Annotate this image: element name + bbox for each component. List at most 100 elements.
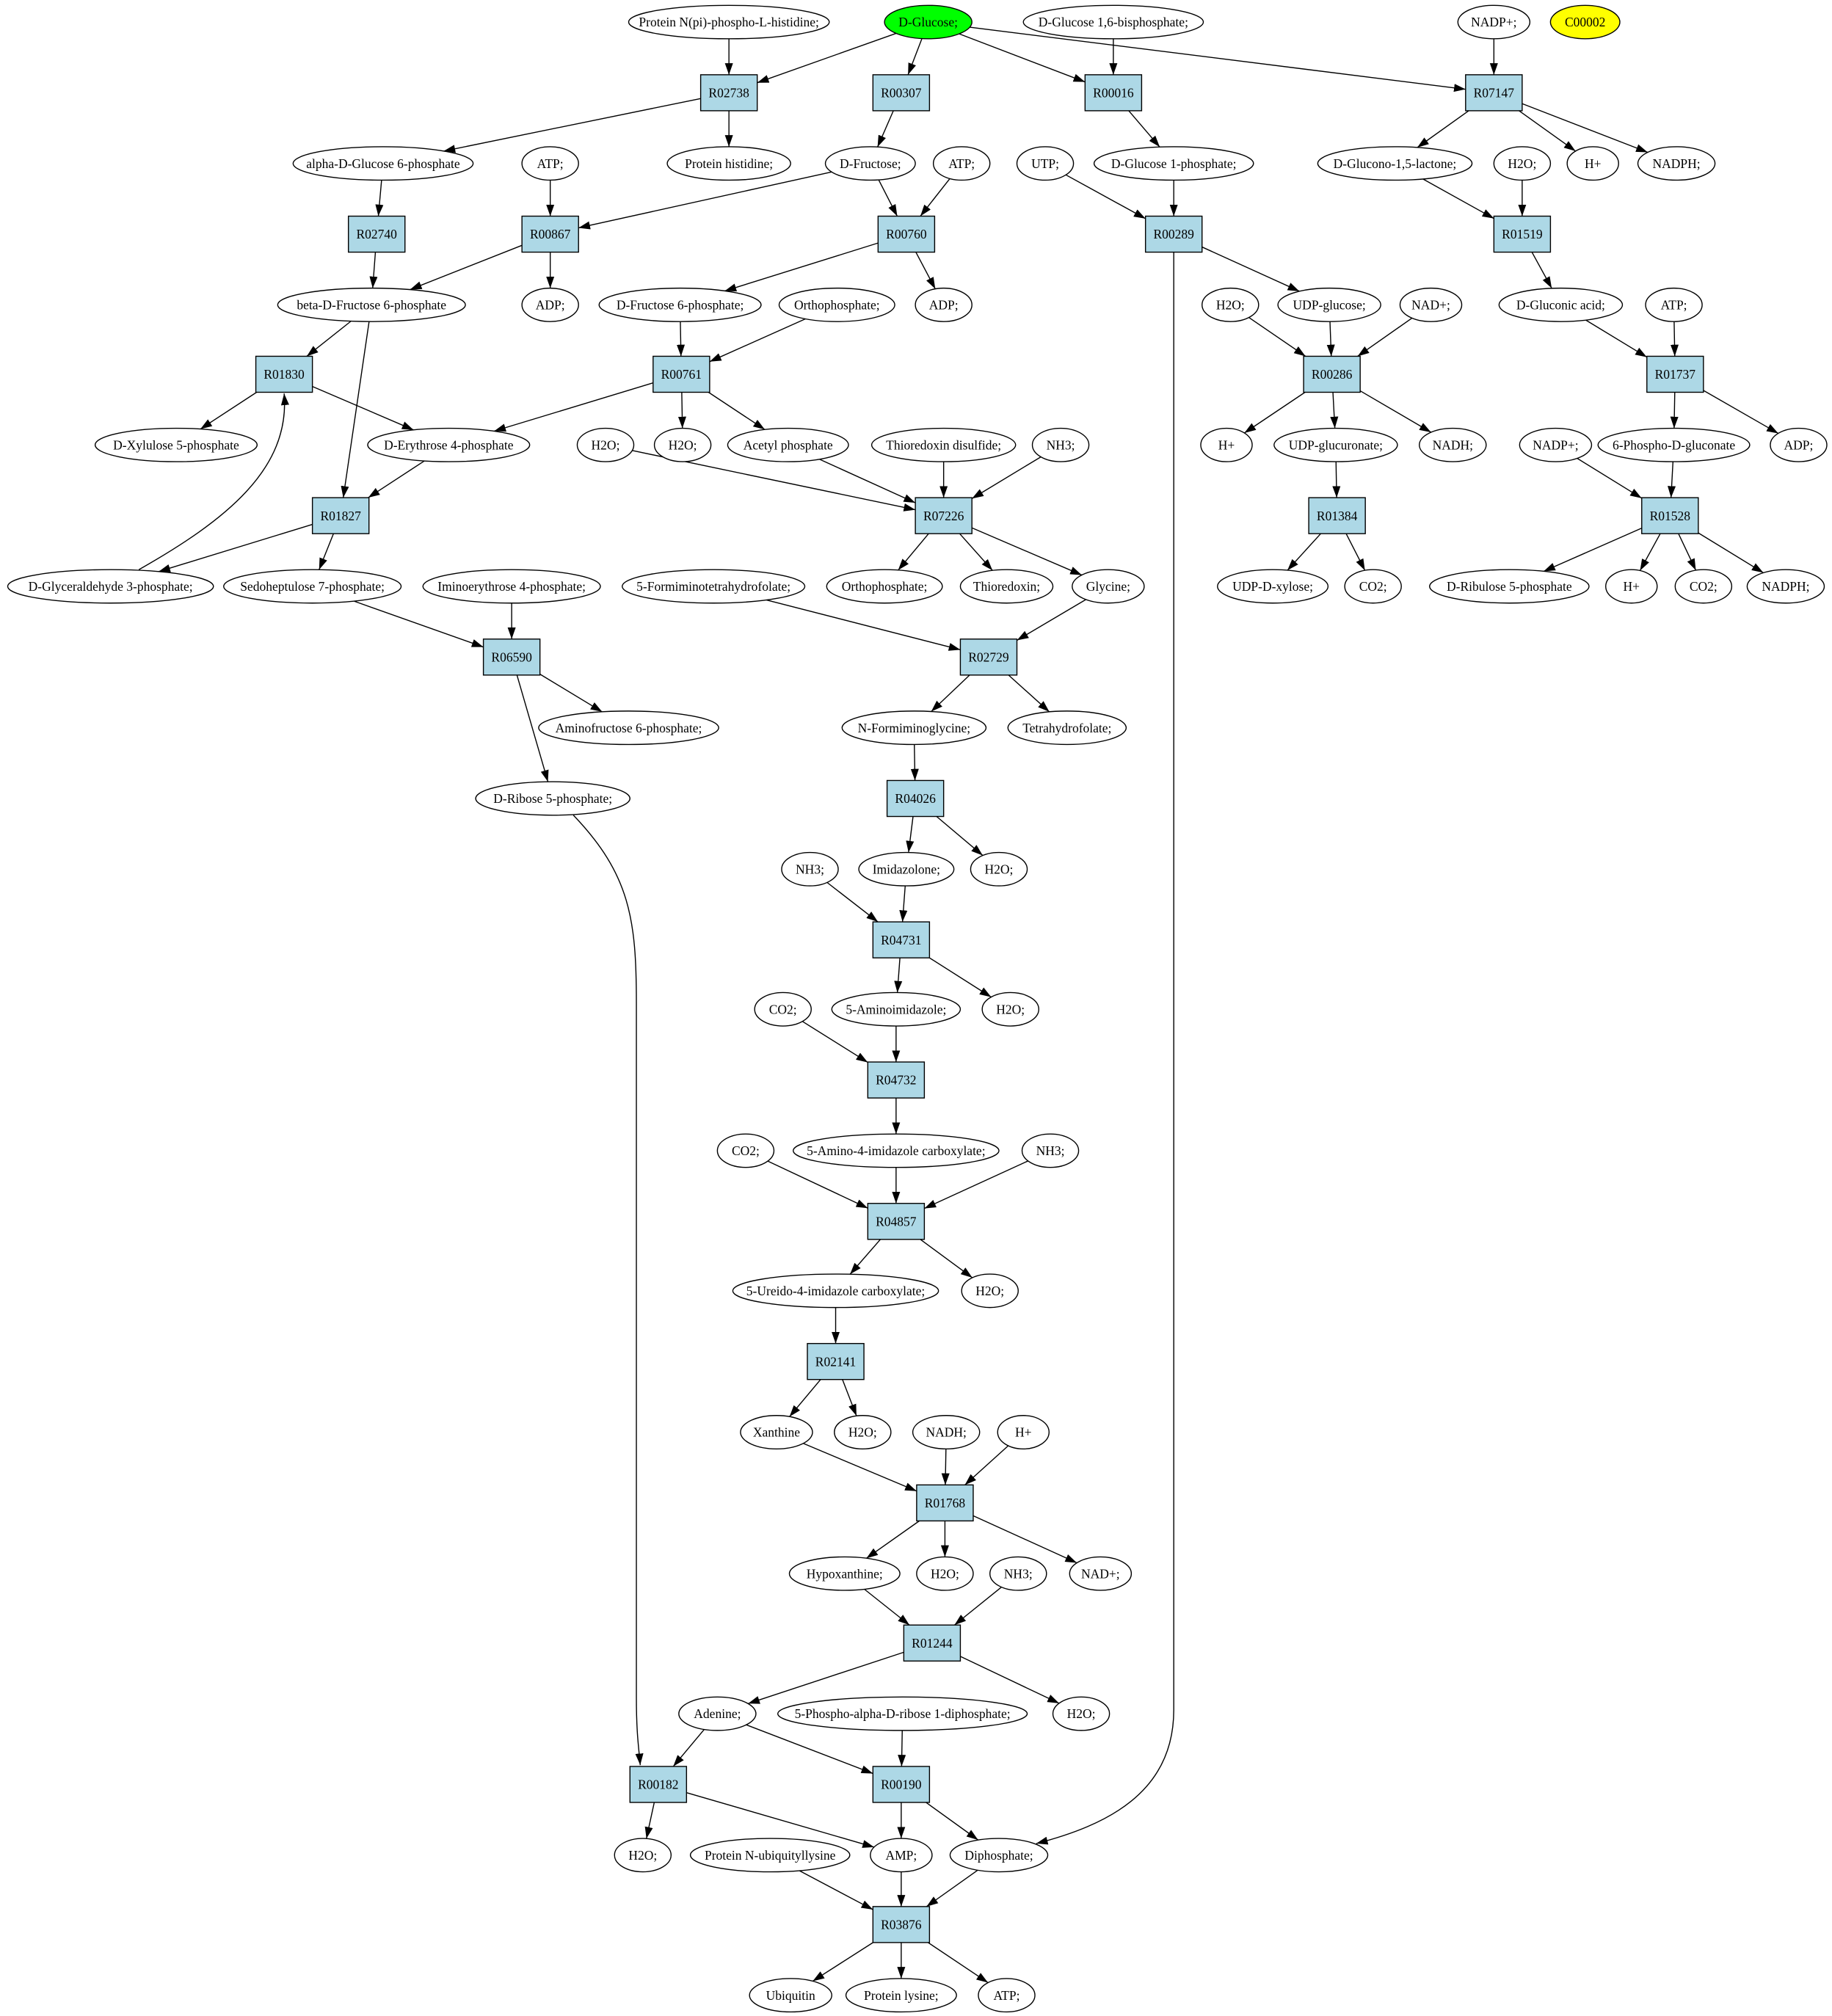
compound-node-m4[interactable]: NAD+; xyxy=(1069,1556,1133,1591)
reaction-node-R06590[interactable]: R06590 xyxy=(482,638,541,676)
compound-node-b6[interactable]: UTP; xyxy=(1016,146,1075,181)
compound-node-n1[interactable]: Adenine; xyxy=(678,1696,757,1731)
compound-node-e7[interactable]: Glycine; xyxy=(1072,569,1145,604)
compound-node-l4[interactable]: H+ xyxy=(997,1415,1050,1449)
compound-node-c2[interactable]: ADP; xyxy=(521,287,579,322)
compound-node-e1[interactable]: D-Glyceraldehyde 3-phosphate; xyxy=(7,569,214,604)
reaction-node-R00289[interactable]: R00289 xyxy=(1144,215,1203,253)
compound-node-c6[interactable]: H2O; xyxy=(1202,287,1260,322)
reaction-node-R01827[interactable]: R01827 xyxy=(311,497,370,534)
reaction-node-R03876[interactable]: R03876 xyxy=(872,1906,931,1943)
compound-node-f2[interactable]: N-Formiminoglycine; xyxy=(841,710,987,746)
compound-node-j2[interactable]: 5-Amino-4-imidazole carboxylate; xyxy=(793,1133,1000,1168)
compound-node-d12[interactable]: 6-Phospho-D-gluconate xyxy=(1597,427,1751,462)
compound-node-m3[interactable]: NH3; xyxy=(989,1556,1047,1591)
reaction-node-R02738[interactable]: R02738 xyxy=(699,74,758,112)
compound-node-b4[interactable]: D-Fructose; xyxy=(824,146,916,181)
compound-node-c4[interactable]: Orthophosphate; xyxy=(778,287,895,322)
compound-node-b3[interactable]: Protein histidine; xyxy=(666,146,791,181)
compound-node-c8[interactable]: NAD+; xyxy=(1399,287,1463,322)
reaction-node-R01528[interactable]: R01528 xyxy=(1641,497,1699,534)
reaction-node-R00867[interactable]: R00867 xyxy=(521,215,579,253)
compound-node-k1[interactable]: 5-Ureido-4-imidazole carboxylate; xyxy=(732,1273,939,1309)
compound-node-o2[interactable]: Protein N-ubiquityllysine xyxy=(689,1838,851,1873)
reaction-node-R01244[interactable]: R01244 xyxy=(903,1624,962,1662)
reaction-node-R04731[interactable]: R04731 xyxy=(872,921,931,958)
reaction-node-R00286[interactable]: R00286 xyxy=(1303,355,1361,393)
compound-node-d6[interactable]: Thioredoxin disulfide; xyxy=(870,427,1017,462)
compound-node-m2[interactable]: H2O; xyxy=(916,1556,974,1591)
reaction-node-R00016[interactable]: R00016 xyxy=(1084,74,1143,112)
compound-node-e4[interactable]: 5-Formiminotetrahydrofolate; xyxy=(622,569,806,604)
compound-node-p2[interactable]: Protein lysine; xyxy=(845,1978,957,2013)
reaction-node-R01768[interactable]: R01768 xyxy=(916,1484,974,1522)
compound-node-a1[interactable]: Protein N(pi)-phospho-L-histidine; xyxy=(628,4,830,40)
compound-node-e3[interactable]: Iminoerythrose 4-phosphate; xyxy=(422,569,601,604)
compound-node-e12[interactable]: CO2; xyxy=(1674,569,1733,604)
reaction-node-R04732[interactable]: R04732 xyxy=(867,1061,926,1099)
compound-node-d4[interactable]: H2O; xyxy=(653,427,712,462)
reaction-node-R02141[interactable]: R02141 xyxy=(807,1342,865,1380)
reaction-node-R01519[interactable]: R01519 xyxy=(1493,215,1552,253)
compound-node-a3[interactable]: NADP+; xyxy=(1457,4,1531,40)
compound-node-d13[interactable]: ADP; xyxy=(1770,427,1828,462)
reaction-node-R07226[interactable]: R07226 xyxy=(915,497,973,534)
compound-node-o3[interactable]: AMP; xyxy=(870,1838,933,1873)
compound-node-e8[interactable]: UDP-D-xylose; xyxy=(1217,569,1329,604)
compound-node-j3[interactable]: NH3; xyxy=(1021,1133,1080,1168)
compound-node-o1[interactable]: H2O; xyxy=(614,1838,672,1873)
compound-node-m1[interactable]: Hypoxanthine; xyxy=(788,1556,901,1591)
compound-node-h1[interactable]: NH3; xyxy=(781,851,839,887)
compound-node-b2[interactable]: ATP; xyxy=(521,146,579,181)
reaction-node-R01737[interactable]: R01737 xyxy=(1646,355,1704,393)
compound-node-d8[interactable]: H+ xyxy=(1200,427,1253,462)
compound-node-e10[interactable]: D-Ribulose 5-phosphate xyxy=(1429,569,1590,604)
compound-node-i2[interactable]: 5-Aminoimidazole; xyxy=(831,991,962,1027)
reaction-node-R02729[interactable]: R02729 xyxy=(959,638,1018,676)
compound-node-f3[interactable]: Tetrahydrofolate; xyxy=(1007,710,1127,746)
compound-node-c1[interactable]: beta-D-Fructose 6-phosphate xyxy=(277,287,466,322)
compound-node-o4[interactable]: Diphosphate; xyxy=(949,1838,1049,1873)
compound-node-j1[interactable]: CO2; xyxy=(716,1133,775,1168)
compound-node-glc[interactable]: D-Glucose; xyxy=(884,4,973,40)
compound-node-e6[interactable]: Thioredoxin; xyxy=(959,569,1054,604)
compound-node-d1[interactable]: D-Xylulose 5-phosphate xyxy=(94,427,258,462)
compound-node-l1[interactable]: Xanthine xyxy=(740,1415,813,1449)
compound-node-p1[interactable]: Ubiquitin xyxy=(749,1978,832,2013)
compound-node-e11[interactable]: H+ xyxy=(1605,569,1658,604)
compound-node-b5[interactable]: ATP; xyxy=(932,146,991,181)
compound-node-c7[interactable]: UDP-glucose; xyxy=(1277,287,1381,322)
reaction-node-R01830[interactable]: R01830 xyxy=(255,355,313,393)
compound-node-d3[interactable]: H2O; xyxy=(576,427,635,462)
reaction-node-R00307[interactable]: R00307 xyxy=(872,74,931,112)
compound-node-k2[interactable]: H2O; xyxy=(961,1273,1019,1309)
compound-node-e13[interactable]: NADPH; xyxy=(1746,569,1825,604)
compound-node-d7[interactable]: NH3; xyxy=(1031,427,1090,462)
compound-node-l2[interactable]: H2O; xyxy=(834,1415,892,1449)
compound-node-n3[interactable]: H2O; xyxy=(1052,1696,1111,1731)
compound-node-i1[interactable]: CO2; xyxy=(754,991,812,1027)
compound-node-b7[interactable]: D-Glucose 1-phosphate; xyxy=(1093,146,1254,181)
compound-node-d9[interactable]: UDP-glucuronate; xyxy=(1273,427,1398,462)
compound-node-c10[interactable]: ATP; xyxy=(1645,287,1703,322)
compound-node-p3[interactable]: ATP; xyxy=(978,1978,1036,2013)
compound-node-f1[interactable]: Aminofructose 6-phosphate; xyxy=(538,710,719,746)
compound-node-d2[interactable]: D-Erythrose 4-phosphate xyxy=(367,427,531,462)
compound-node-c3[interactable]: D-Fructose 6-phosphate; xyxy=(598,287,762,322)
compound-node-e9[interactable]: CO2; xyxy=(1344,569,1402,604)
compound-node-b9[interactable]: H2O; xyxy=(1493,146,1552,181)
reaction-node-R04026[interactable]: R04026 xyxy=(886,779,945,818)
compound-node-c5[interactable]: ADP; xyxy=(915,287,973,322)
compound-node-h3[interactable]: H2O; xyxy=(970,851,1028,887)
reaction-node-R00182[interactable]: R00182 xyxy=(629,1766,688,1803)
compound-node-b10[interactable]: H+ xyxy=(1566,146,1619,181)
compound-node-n2[interactable]: 5-Phospho-alpha-D-ribose 1-diphosphate; xyxy=(777,1696,1028,1731)
compound-node-a2[interactable]: D-Glucose 1,6-bisphosphate; xyxy=(1022,4,1204,40)
compound-node-l3[interactable]: NADH; xyxy=(912,1415,981,1449)
compound-node-a4[interactable]: C00002 xyxy=(1549,4,1621,40)
reaction-node-R00190[interactable]: R00190 xyxy=(872,1766,931,1803)
reaction-node-R07147[interactable]: R07147 xyxy=(1465,74,1523,112)
compound-node-d10[interactable]: NADH; xyxy=(1419,427,1487,462)
compound-node-d5[interactable]: Acetyl phosphate xyxy=(727,427,849,462)
reaction-node-R02740[interactable]: R02740 xyxy=(347,215,406,253)
